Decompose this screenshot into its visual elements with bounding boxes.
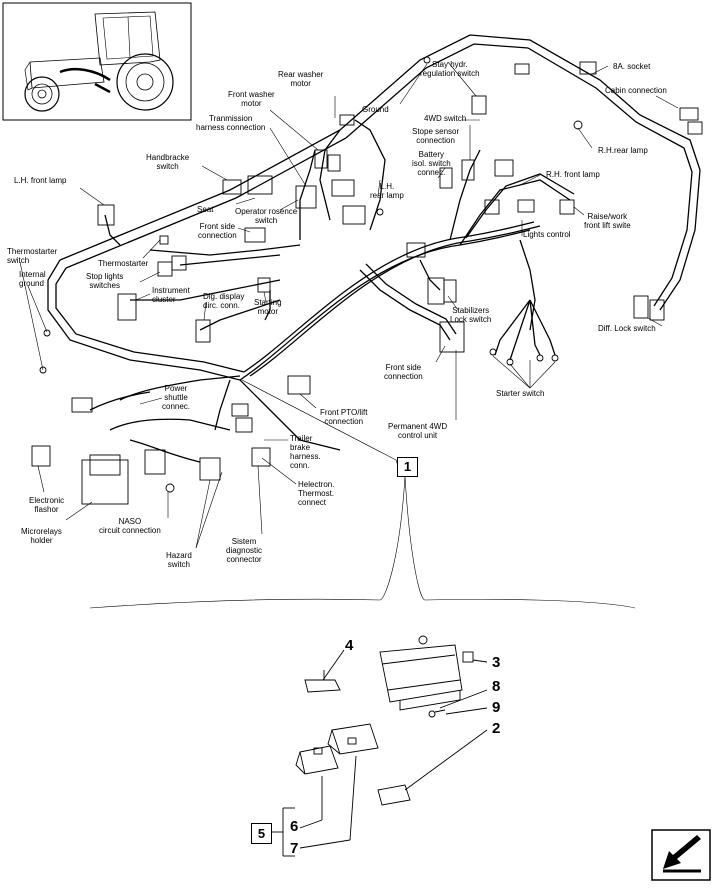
label-lh-rear-lamp: L.H. rear lamp <box>370 182 404 200</box>
label-trailer-brake: Trailer brake harness. conn. <box>290 434 321 470</box>
exploded-view-lines <box>89 475 636 609</box>
label-power-shuttle: Power shuttle connec. <box>162 384 191 411</box>
label-rh-front-lamp: R.H. front lamp <box>546 170 600 179</box>
label-front-side-connection-2: Front side connection <box>384 363 423 381</box>
leader-lines <box>19 61 679 549</box>
label-8a-socket: 8A. socket <box>613 62 651 71</box>
label-diff-lock-switch: Diff. Lock switch <box>598 324 656 333</box>
label-stabilizers-lock-switch: Stabilizers Lock switch <box>450 306 492 324</box>
arrow-back-icon[interactable] <box>651 829 711 881</box>
callout-9[interactable]: 9 <box>492 699 501 716</box>
label-stay-hydr-switch: Stay hydr. regulation switch <box>420 60 480 78</box>
label-lights-control: Lights control <box>523 230 571 239</box>
label-internal-ground: Internal ground <box>19 270 46 288</box>
label-rh-rear-lamp: R.H.rear lamp <box>598 146 648 155</box>
label-ground: Ground <box>362 105 389 114</box>
callout-2[interactable]: 2 <box>492 720 501 737</box>
label-rear-washer-motor: Rear washer motor <box>278 70 324 88</box>
label-thermostarter: Thermostarter <box>98 259 149 268</box>
connectors <box>31 56 703 505</box>
callout-3[interactable]: 3 <box>492 654 501 671</box>
tractor-thumbnail-icon <box>2 2 192 121</box>
label-seat: Seat <box>197 205 214 214</box>
label-instrument-cluster: Instrument cluster <box>152 286 190 304</box>
callout-5[interactable]: 5 <box>251 823 272 844</box>
label-starter-switch: Starter switch <box>496 389 545 398</box>
main-harness <box>47 34 701 463</box>
label-handbrake-switch: Handbracke switch <box>146 153 190 171</box>
label-front-pto-lift: Front PTO/lift connection <box>320 408 368 426</box>
callout-8[interactable]: 8 <box>492 678 501 695</box>
label-stope-sensor: Stope sensor connection <box>412 127 460 145</box>
label-sistem-diagnostic: Sistem diagnostic connector <box>226 537 263 564</box>
callout-1[interactable]: 1 <box>397 457 418 477</box>
label-thermostarter-switch: Thermostarter switch <box>7 247 58 265</box>
callout-7[interactable]: 7 <box>290 840 299 857</box>
label-microrelays-holder: Microrelays holder <box>21 527 62 545</box>
label-lh-front-lamp: L.H. front lamp <box>14 176 67 185</box>
label-cabin-connection: Cabin connection <box>605 86 667 95</box>
label-helectron-thermost: Helectron. Thermost. connect <box>298 480 335 507</box>
label-front-side-connection-1: Front side connection <box>198 222 237 240</box>
label-battery-isol-switch: Battery isol. switch connec. <box>412 150 451 177</box>
label-stop-lights-switches: Stop lights switches <box>86 272 124 290</box>
label-front-washer-motor: Front washer motor <box>228 90 275 108</box>
callout-4[interactable]: 4 <box>345 637 354 654</box>
label-hazard-switch: Hazard switch <box>166 551 192 569</box>
label-operator-presence-switch: Operator rosence switch <box>235 207 298 225</box>
label-transmission-harness: Tranmission harness connection <box>196 114 266 132</box>
callout-6[interactable]: 6 <box>290 818 299 835</box>
label-4wd-switch: 4WD switch <box>424 114 467 123</box>
label-electronic-flasher: Electronic flashor <box>29 496 65 514</box>
exploded-parts <box>272 635 488 857</box>
label-raise-work-switch: Raise/work front lift swite <box>584 212 631 230</box>
label-dig-display: Dig. display dirc. conn. <box>203 292 245 310</box>
label-naso-circuit: NASO circuit connection <box>99 517 161 535</box>
label-permanent-4wd: Permanent 4WD control unit <box>388 422 448 440</box>
label-starting-motor: Starting motor <box>254 298 282 316</box>
